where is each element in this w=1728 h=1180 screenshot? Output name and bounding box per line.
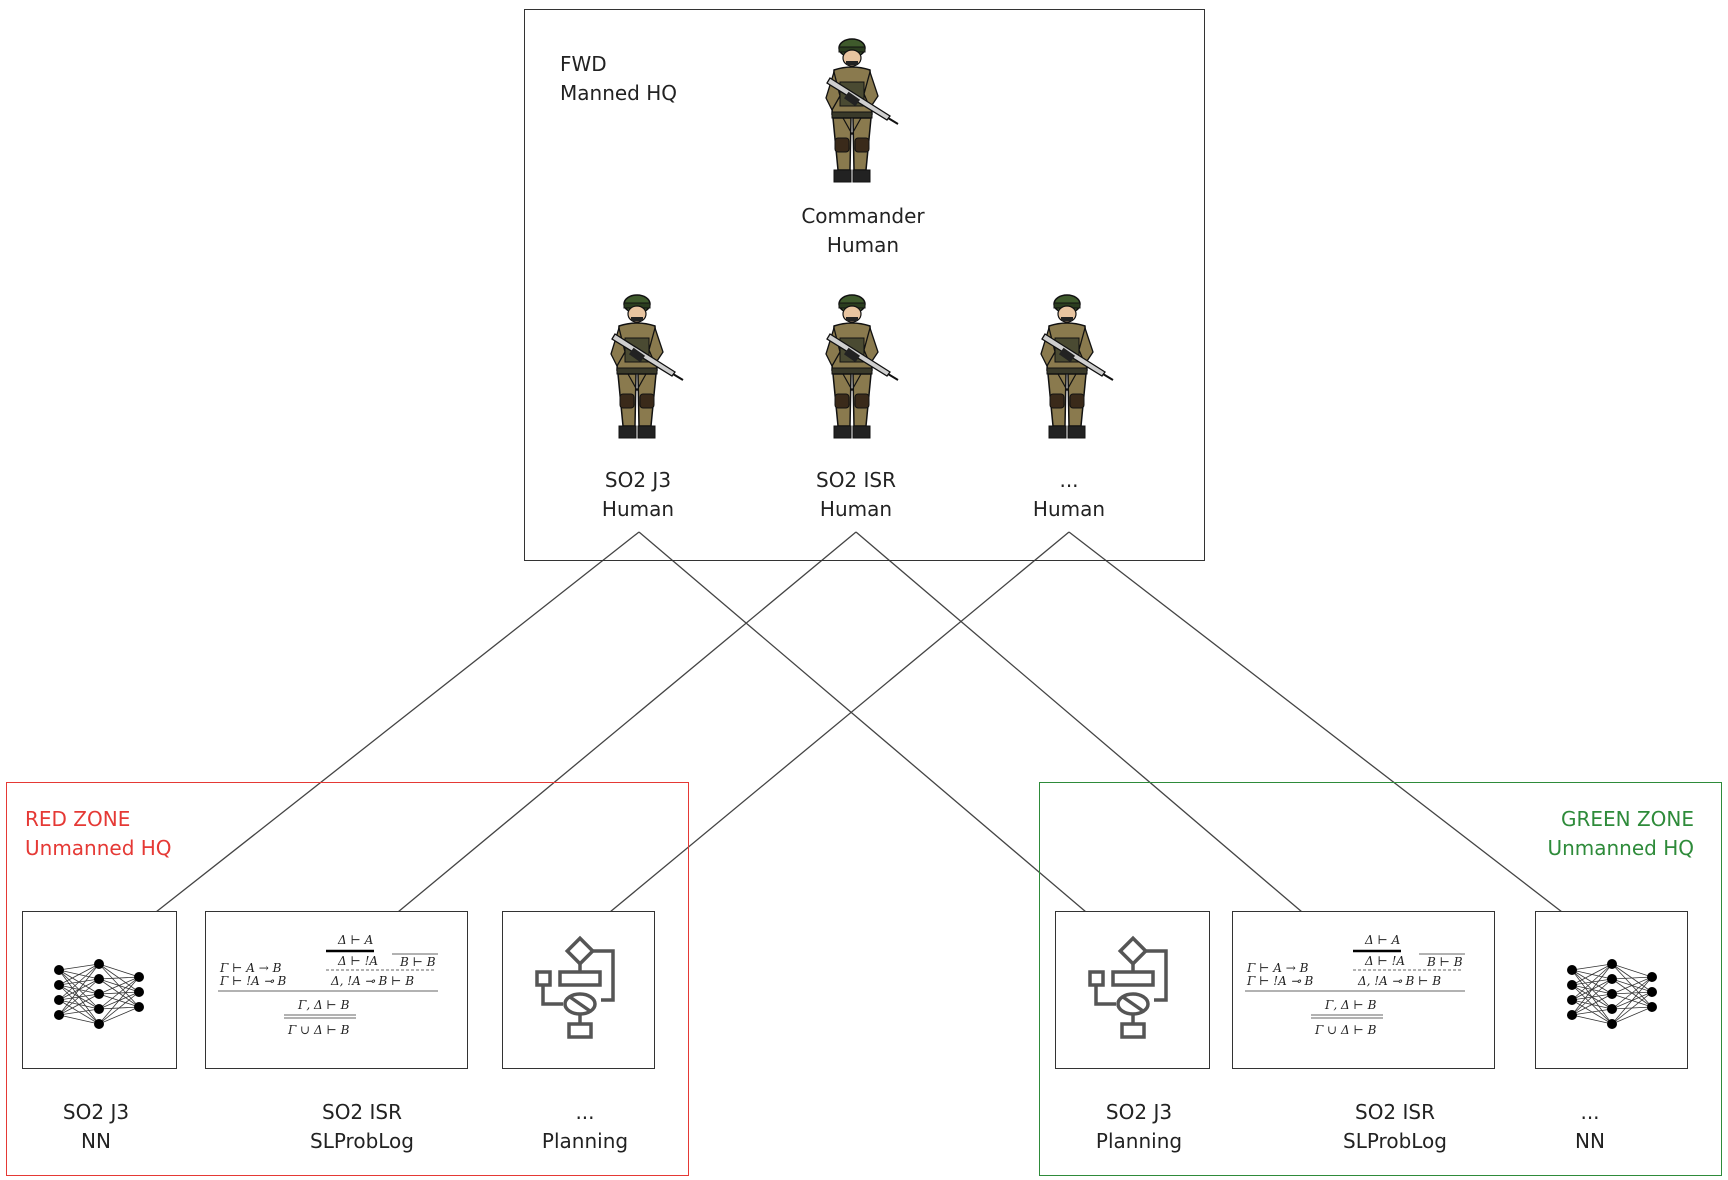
green-node-2-label: SO2 ISR SLProbLog bbox=[1343, 1098, 1447, 1156]
staff-type: Human bbox=[601, 497, 675, 521]
so2-isr-soldier-icon bbox=[825, 294, 899, 439]
neural-network-icon bbox=[53, 958, 145, 1030]
red-zone-title: RED ZONE Unmanned HQ bbox=[25, 805, 172, 863]
red-slproblog-node bbox=[205, 911, 468, 1069]
node-role: ... bbox=[575, 1100, 595, 1124]
commander-soldier-icon bbox=[825, 38, 899, 183]
staff-type: Human bbox=[1032, 497, 1106, 521]
other-soldier-icon bbox=[1040, 294, 1114, 439]
commander-role: Commander bbox=[801, 204, 925, 228]
neural-network-icon bbox=[1566, 958, 1658, 1030]
link-j3-human-to-red-j3 bbox=[155, 531, 640, 913]
node-type: Planning bbox=[541, 1129, 629, 1153]
so2-isr-human-label: SO2 ISR Human bbox=[816, 466, 896, 524]
fwd-manned-hq-box bbox=[524, 9, 1205, 561]
red-node-1-label: SO2 J3 NN bbox=[63, 1098, 129, 1156]
commander-type: Human bbox=[826, 233, 900, 257]
node-type: SLProbLog bbox=[1343, 1129, 1447, 1153]
red-planning-node bbox=[502, 911, 655, 1069]
green-zone-title: GREEN ZONE Unmanned HQ bbox=[1547, 805, 1694, 863]
link-other-human-to-green-other bbox=[1068, 531, 1563, 913]
green-slproblog-node bbox=[1232, 911, 1495, 1069]
green-nn-node bbox=[1535, 911, 1688, 1069]
commander-label: Commander Human bbox=[801, 202, 924, 260]
red-zone-title-line2: Unmanned HQ bbox=[25, 836, 172, 860]
node-role: ... bbox=[1580, 1100, 1600, 1124]
red-zone-box bbox=[6, 782, 689, 1176]
node-type: Planning bbox=[1095, 1129, 1183, 1153]
staff-role: ... bbox=[1059, 468, 1079, 492]
logic-proof-icon bbox=[216, 931, 440, 1039]
link-isr-human-to-green-isr bbox=[855, 531, 1303, 913]
so2-j3-soldier-icon bbox=[610, 294, 684, 439]
node-type: NN bbox=[1575, 1129, 1605, 1153]
node-role: SO2 J3 bbox=[1105, 1100, 1173, 1124]
flowchart-icon bbox=[535, 936, 615, 1039]
so2-j3-human-label: SO2 J3 Human bbox=[602, 466, 674, 524]
logic-proof-icon bbox=[1243, 931, 1467, 1039]
staff-role: SO2 J3 bbox=[604, 468, 672, 492]
node-role: SO2 ISR bbox=[1354, 1100, 1436, 1124]
node-type: SLProbLog bbox=[310, 1129, 414, 1153]
staff-role: SO2 ISR bbox=[815, 468, 897, 492]
link-isr-human-to-red-isr bbox=[397, 531, 857, 913]
red-node-2-label: SO2 ISR SLProbLog bbox=[310, 1098, 414, 1156]
green-zone-title-line1: GREEN ZONE bbox=[1560, 807, 1694, 831]
hq-title: FWD Manned HQ bbox=[560, 50, 677, 108]
hq-title-line1: FWD bbox=[560, 52, 607, 76]
node-type: NN bbox=[81, 1129, 111, 1153]
hq-title-line2: Manned HQ bbox=[560, 81, 678, 105]
green-planning-node bbox=[1055, 911, 1210, 1069]
link-j3-human-to-green-j3 bbox=[638, 531, 1087, 913]
other-human-label: ... Human bbox=[1033, 466, 1105, 524]
node-role: SO2 J3 bbox=[62, 1100, 130, 1124]
red-node-3-label: ... Planning bbox=[542, 1098, 628, 1156]
staff-type: Human bbox=[819, 497, 893, 521]
red-zone-title-line1: RED ZONE bbox=[25, 807, 131, 831]
green-node-1-label: SO2 J3 Planning bbox=[1096, 1098, 1182, 1156]
green-zone-title-line2: Unmanned HQ bbox=[1547, 836, 1694, 860]
node-role: SO2 ISR bbox=[321, 1100, 403, 1124]
red-nn-node bbox=[22, 911, 177, 1069]
green-node-3-label: ... NN bbox=[1575, 1098, 1605, 1156]
flowchart-icon bbox=[1088, 936, 1168, 1039]
link-other-human-to-red-other bbox=[609, 531, 1070, 913]
green-zone-box bbox=[1039, 782, 1722, 1176]
